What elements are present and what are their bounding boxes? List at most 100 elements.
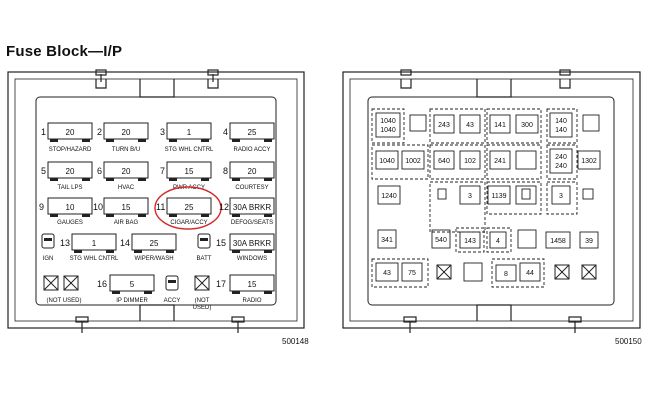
svg-text:STG WHL CNTRL: STG WHL CNTRL	[70, 256, 119, 262]
fuse-1: 1 20 STOP/HAZARD	[41, 122, 93, 153]
svg-text:3: 3	[160, 127, 165, 137]
svg-text:300: 300	[521, 122, 533, 129]
fuse-7: 7 15 PWR ACCY	[160, 161, 212, 191]
svg-text:341: 341	[381, 237, 393, 244]
svg-text:141: 141	[494, 122, 506, 129]
right-cavities	[371, 108, 601, 288]
fuse-14: 14 25 WIPER/WASH	[120, 233, 177, 262]
fuse-number: 1	[41, 127, 46, 137]
fuse-15: 15 30A BRKR WINDOWS	[216, 233, 275, 262]
svg-text:240: 240	[555, 154, 567, 161]
svg-text:AIR BAG: AIR BAG	[114, 220, 139, 226]
svg-text:140: 140	[555, 127, 567, 134]
svg-text:5: 5	[41, 166, 46, 176]
fuse-11: 11 25 CIGAR/ACCY	[156, 197, 212, 226]
svg-text:RADIO: RADIO	[242, 298, 261, 304]
svg-text:BATT: BATT	[197, 256, 212, 262]
figure-id-right: 500150	[615, 337, 642, 346]
svg-text:241: 241	[494, 158, 506, 165]
page-title: Fuse Block—I/P	[6, 43, 123, 60]
svg-text:TAIL LPS: TAIL LPS	[57, 185, 82, 191]
svg-text:43: 43	[383, 270, 391, 277]
svg-text:44: 44	[526, 270, 534, 277]
svg-text:243: 243	[438, 122, 450, 129]
svg-text:10: 10	[66, 203, 75, 212]
svg-text:TURN B/U: TURN B/U	[112, 147, 140, 153]
svg-text:9: 9	[39, 202, 44, 212]
svg-text:5: 5	[130, 280, 135, 289]
fuse-9: 9 10 GAUGES	[39, 197, 93, 226]
svg-text:1040: 1040	[380, 127, 396, 134]
svg-text:13: 13	[60, 238, 70, 248]
not-used-slot-2: (NOT USED)	[193, 275, 212, 311]
fuse-3: 3 1 STG WHL CNTRL	[160, 122, 214, 153]
svg-text:WINDOWS: WINDOWS	[237, 256, 267, 262]
svg-text:3: 3	[559, 193, 563, 200]
fuse-2: 2 20 TURN B/U	[97, 122, 149, 153]
svg-text:15: 15	[248, 280, 257, 289]
svg-text:16: 16	[97, 279, 107, 289]
svg-text:10: 10	[93, 202, 103, 212]
svg-text:75: 75	[408, 270, 416, 277]
svg-text:CIGAR/ACCY: CIGAR/ACCY	[170, 220, 207, 226]
svg-text:8: 8	[223, 166, 228, 176]
svg-text:USED): USED)	[193, 305, 212, 311]
not-used-slots: (NOT USED)	[43, 275, 82, 304]
svg-text:25: 25	[185, 203, 194, 212]
svg-text:240: 240	[555, 163, 567, 170]
svg-text:1139: 1139	[491, 193, 506, 200]
svg-text:102: 102	[464, 158, 476, 165]
svg-text:ACCY: ACCY	[164, 298, 181, 304]
svg-text:7: 7	[160, 166, 165, 176]
svg-text:140: 140	[555, 118, 567, 125]
svg-text:WIPER/WASH: WIPER/WASH	[134, 256, 173, 262]
svg-text:STG WHL CNTRL: STG WHL CNTRL	[165, 147, 214, 153]
svg-text:30A BRKR: 30A BRKR	[233, 203, 271, 212]
fuse-label: STOP/HAZARD	[49, 147, 92, 153]
svg-text:20: 20	[248, 167, 257, 176]
svg-text:30A BRKR: 30A BRKR	[233, 239, 271, 248]
fuse-6: 6 20 HVAC	[97, 161, 149, 191]
svg-text:(NOT: (NOT	[195, 298, 210, 304]
svg-text:HVAC: HVAC	[118, 185, 135, 191]
fuse-10: 10 15 AIR BAG	[93, 197, 149, 226]
svg-text:GAUGES: GAUGES	[57, 220, 83, 226]
svg-text:DEFOG/SEATS: DEFOG/SEATS	[231, 220, 273, 226]
ign-terminal: IGN	[41, 233, 55, 262]
svg-text:20: 20	[66, 167, 75, 176]
svg-text:11: 11	[156, 202, 165, 212]
svg-text:14: 14	[120, 238, 130, 248]
fuse-4: 4 25 RADIO ACCY	[223, 122, 275, 153]
figure-id-left: 500148	[282, 337, 309, 346]
svg-text:25: 25	[150, 239, 159, 248]
svg-text:4: 4	[223, 127, 228, 137]
fuse-17: 17 15 RADIO	[216, 274, 275, 304]
svg-text:COURTESY: COURTESY	[235, 185, 268, 191]
svg-text:15: 15	[122, 203, 131, 212]
svg-text:1: 1	[187, 128, 192, 137]
svg-text:43: 43	[466, 122, 474, 129]
svg-text:20: 20	[122, 128, 131, 137]
svg-text:RADIO ACCY: RADIO ACCY	[233, 147, 270, 153]
right-cavity-labels: 1040 1040 243 43 141 300 140 140 1040 10…	[379, 118, 597, 278]
svg-text:12: 12	[219, 202, 229, 212]
svg-text:640: 640	[438, 158, 450, 165]
svg-text:39: 39	[585, 238, 593, 245]
svg-text:540: 540	[435, 237, 447, 244]
svg-text:IGN: IGN	[43, 256, 54, 262]
svg-text:15: 15	[185, 167, 194, 176]
svg-text:(NOT USED): (NOT USED)	[47, 298, 82, 304]
fuse-rating: 20	[66, 128, 75, 137]
left-fuse-block	[7, 69, 305, 333]
svg-text:20: 20	[122, 167, 131, 176]
svg-text:8: 8	[504, 271, 508, 278]
svg-text:1240: 1240	[381, 193, 397, 200]
batt-terminal: BATT	[197, 233, 212, 262]
svg-text:2: 2	[97, 127, 102, 137]
svg-text:1002: 1002	[405, 158, 421, 165]
highlight-circle	[154, 186, 222, 230]
accy-terminal: ACCY	[164, 275, 181, 304]
svg-text:1040: 1040	[379, 158, 395, 165]
svg-text:15: 15	[216, 238, 226, 248]
